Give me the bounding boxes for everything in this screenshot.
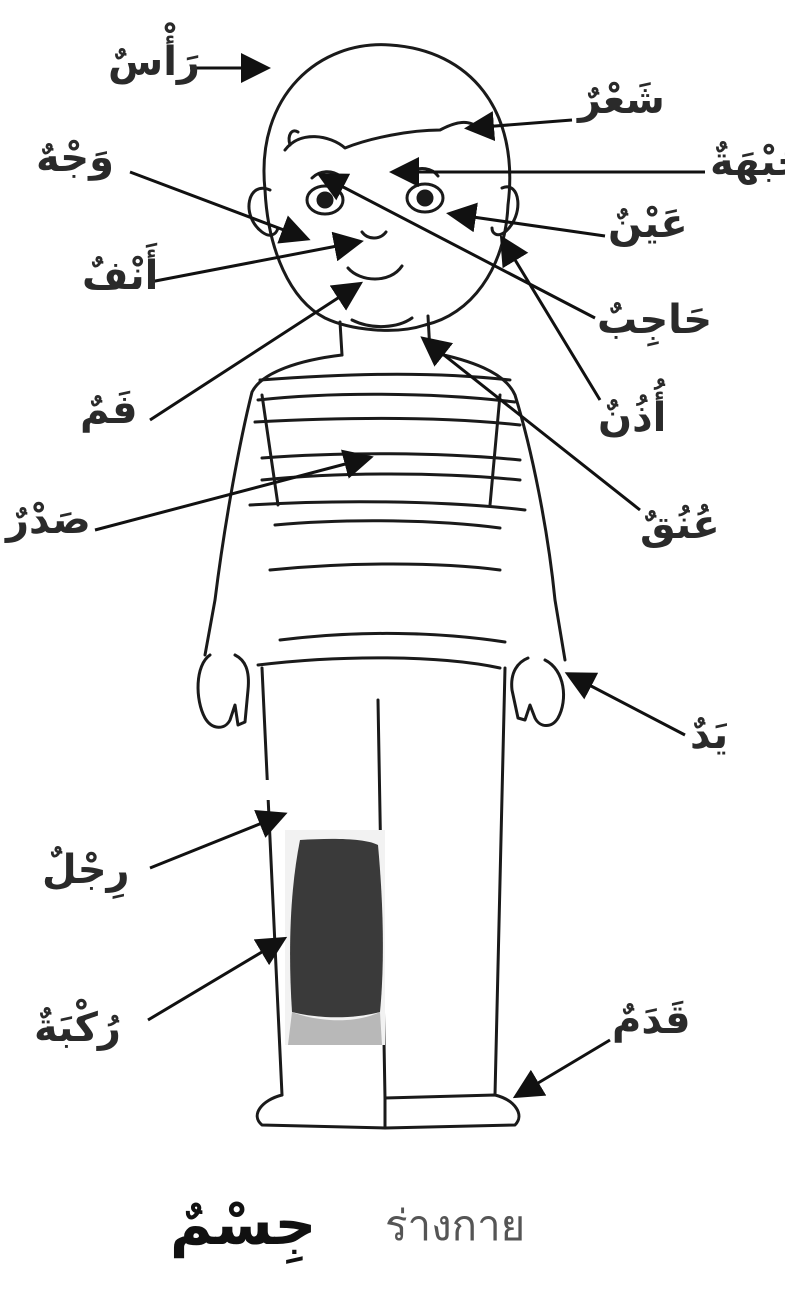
label-forehead: جَبْهَةٌ <box>710 142 785 182</box>
label-face: وَجْهٌ <box>36 138 114 178</box>
title-thai: ร่างกาย <box>385 1205 525 1247</box>
label-neck: عُنُقٌ <box>640 505 720 545</box>
label-ear: أُذُنٌ <box>598 398 666 438</box>
arrow-foot <box>518 1040 610 1095</box>
arrow-hand <box>570 675 685 735</box>
label-eye: عَيْنٌ <box>608 204 688 244</box>
label-nose: أَنْفٌ <box>82 256 158 296</box>
arrow-leg <box>150 815 282 868</box>
left-shoe <box>257 1095 385 1128</box>
label-chest: صَدْرٌ <box>6 500 91 540</box>
arrow-nose <box>150 242 358 282</box>
arrow-mouth <box>150 285 358 420</box>
right-hand <box>512 658 564 726</box>
arrow-face <box>130 172 305 238</box>
left-hand <box>198 655 248 727</box>
mouth <box>348 266 402 279</box>
knee-pad <box>285 830 385 1045</box>
label-mouth: فَمٌ <box>80 390 138 430</box>
label-hair: شَعْرٌ <box>578 80 665 120</box>
right-shoe <box>385 1095 519 1128</box>
nose <box>362 232 386 238</box>
arrow-eyebrow <box>322 176 595 318</box>
title-arabic: جِسْمٌ <box>170 1195 316 1253</box>
left-ear <box>249 188 278 235</box>
arrow-chest <box>95 458 368 530</box>
head-outline <box>264 45 510 331</box>
label-foot: قَدَمٌ <box>612 1000 691 1040</box>
label-leg: رِجْلٌ <box>42 850 130 890</box>
label-knee: رُكْبَةٌ <box>34 1008 121 1048</box>
label-hand: يَدٌ <box>690 715 728 755</box>
arrow-ear <box>503 240 600 400</box>
label-head: رَأْسٌ <box>108 42 200 82</box>
label-eyebrow: حَاجِبٌ <box>597 300 712 340</box>
arrow-eye <box>452 214 605 236</box>
arrow-hair <box>470 120 572 128</box>
hair-line <box>285 122 480 150</box>
shirt-outline <box>205 352 565 660</box>
